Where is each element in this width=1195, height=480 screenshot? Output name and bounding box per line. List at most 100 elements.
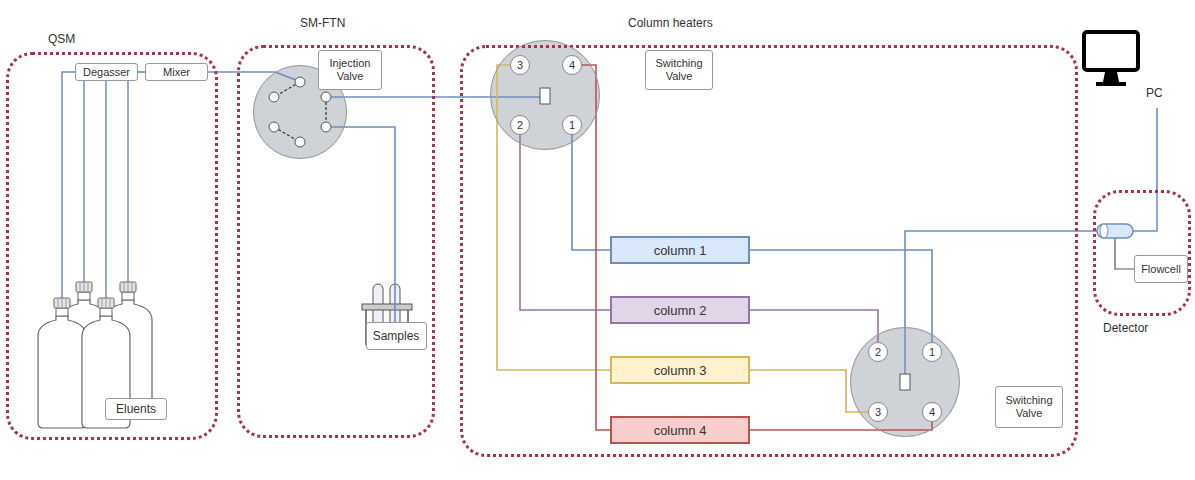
port-circle: 1: [922, 342, 942, 362]
valve-disc: [850, 327, 960, 437]
switching-valve-body: [850, 327, 960, 437]
valve-outline: [850, 327, 960, 437]
valve-port: [269, 122, 279, 132]
eluent-line: [127, 81, 129, 282]
port-number: 2: [875, 346, 881, 358]
tube-rack: [362, 304, 412, 310]
column-name: column 2: [654, 303, 707, 318]
heading-text: Column heaters: [628, 16, 713, 30]
valve-rotor: [900, 374, 910, 390]
valve-inner-line: [331, 96, 345, 98]
leader-line: [1115, 238, 1136, 269]
port-circle: 2: [510, 115, 530, 135]
port-outline: [923, 343, 942, 362]
tube-end: [1100, 224, 1108, 238]
port-circle: 4: [562, 55, 582, 75]
bottle: [38, 298, 86, 428]
tubing-connector: [572, 135, 610, 250]
tubing-connector: [582, 65, 610, 430]
valve-outline: [491, 41, 600, 150]
monitor-screen: [1084, 32, 1138, 70]
box-text: Eluents: [116, 402, 156, 416]
region-heading: Detector: [1103, 321, 1148, 335]
tubing-connector: [345, 127, 395, 322]
port-number: 2: [517, 119, 523, 131]
tubing-connector: [1156, 108, 1158, 190]
port-number: 4: [929, 406, 935, 418]
valve-node: Switching Valve2134: [850, 327, 960, 437]
port-outline: [563, 56, 582, 75]
valve-name: Injection Valve: [322, 57, 378, 82]
tubing-connector: [497, 65, 610, 370]
pc-label: PC: [1146, 86, 1163, 100]
heading-text: SM-FTN: [300, 16, 345, 30]
port-outline: [511, 116, 530, 135]
column-box: column 1: [610, 236, 750, 264]
label-box: Samples: [366, 322, 427, 350]
port-number: 1: [929, 346, 935, 358]
column-name: column 3: [654, 363, 707, 378]
tubing-connector: [750, 422, 932, 430]
valve-label: Injection Valve: [318, 50, 382, 90]
region-heading: SM-FTN: [300, 16, 345, 30]
port-circle: 3: [510, 55, 530, 75]
port-number: 1: [569, 119, 575, 131]
label-box: Mixer: [145, 63, 208, 81]
label-box: Flowcell: [1134, 255, 1188, 283]
valve-disc: [490, 40, 600, 150]
port-circle: 4: [922, 402, 942, 422]
valve-outline: [851, 328, 960, 437]
valve-node: Injection Valve: [253, 65, 347, 159]
valve-port: [321, 122, 331, 132]
port-circle: 3: [868, 402, 888, 422]
region-frame: DetectorFlowcell: [1093, 190, 1191, 316]
valve-port: [269, 92, 279, 102]
column-name: column 4: [654, 423, 707, 438]
tubing-connector: [905, 231, 1093, 327]
port-number: 4: [569, 59, 575, 71]
valve-rotor: [540, 88, 550, 104]
port-circle: 2: [868, 342, 888, 362]
port-number: 3: [517, 59, 523, 71]
eluent-lines: [62, 72, 128, 298]
valve-port: [295, 137, 305, 147]
valve-port: [321, 92, 331, 102]
eluent-line: [83, 81, 85, 282]
port-circle: 1: [562, 115, 582, 135]
column-box: column 3: [610, 356, 750, 384]
column-name: column 1: [654, 243, 707, 258]
valve-node: Switching Valve3421: [490, 40, 600, 150]
port-outline: [511, 56, 530, 75]
eluent-line: [105, 81, 107, 298]
eluent-line: [62, 72, 75, 298]
valve-inner-line: [331, 126, 345, 128]
region-heading: QSM: [48, 32, 75, 46]
port-outline: [869, 343, 888, 362]
flowcell-tube: [1097, 224, 1133, 238]
column-box: column 2: [610, 296, 750, 324]
monitor-icon: [1082, 30, 1142, 90]
port-outline: [869, 403, 888, 422]
region-frame: SM-FTNInjection ValveSamples: [237, 45, 435, 438]
label-box: Degasser: [75, 63, 138, 81]
valve-name: Switching Valve: [999, 394, 1059, 419]
valve-inner-line: [275, 72, 296, 80]
region-heading: Column heaters: [628, 16, 713, 30]
region-frame: QSMDegasserMixerEluents: [6, 52, 218, 440]
switching-valve-body: [490, 40, 600, 150]
valve-label: Switching Valve: [645, 50, 713, 90]
label-box: Eluents: [105, 398, 167, 420]
monitor-base: [1096, 82, 1126, 86]
heading-text: Detector: [1103, 321, 1148, 335]
pc-name: PC: [1146, 86, 1163, 100]
box-text: Degasser: [83, 66, 130, 78]
region-frame: Column heatersSwitching Valve3421column …: [460, 45, 1078, 457]
tubing-connector: [208, 71, 275, 73]
box-text: Mixer: [163, 66, 190, 78]
heading-text: QSM: [48, 32, 75, 46]
valve-label: Switching Valve: [995, 386, 1063, 428]
valve-name: Switching Valve: [649, 57, 709, 82]
box-text: Samples: [373, 329, 420, 343]
monitor-stand: [1103, 72, 1119, 82]
